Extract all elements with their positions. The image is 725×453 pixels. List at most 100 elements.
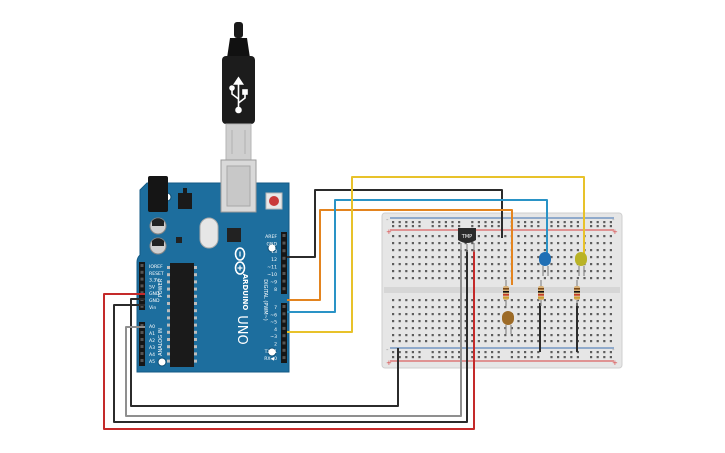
breadboard-hole[interactable] <box>484 327 487 330</box>
breadboard-hole[interactable] <box>477 225 480 228</box>
breadboard-hole[interactable] <box>530 327 533 330</box>
breadboard-hole[interactable] <box>484 242 487 245</box>
header-pin[interactable] <box>282 326 286 330</box>
wire-blue-pin7[interactable] <box>287 199 548 313</box>
breadboard-hole[interactable] <box>497 277 500 280</box>
breadboard-hole[interactable] <box>484 256 487 259</box>
breadboard-hole[interactable] <box>603 351 606 354</box>
breadboard-hole[interactable] <box>484 351 487 354</box>
breadboard-hole[interactable] <box>392 320 395 323</box>
breadboard-hole[interactable] <box>609 235 612 238</box>
breadboard-hole[interactable] <box>444 270 447 273</box>
breadboard-hole[interactable] <box>477 256 480 259</box>
breadboard-hole[interactable] <box>603 225 606 228</box>
breadboard-hole[interactable] <box>392 225 395 228</box>
breadboard-hole[interactable] <box>405 299 408 302</box>
header-pin[interactable] <box>282 356 286 360</box>
breadboard-hole[interactable] <box>596 340 599 343</box>
breadboard-hole[interactable] <box>563 306 566 309</box>
breadboard-hole[interactable] <box>530 256 533 259</box>
breadboard-hole[interactable] <box>537 356 540 359</box>
breadboard-hole[interactable] <box>464 334 467 337</box>
breadboard-hole[interactable] <box>563 221 566 224</box>
breadboard-hole[interactable] <box>543 299 546 302</box>
breadboard-hole[interactable] <box>491 263 494 266</box>
breadboard-hole[interactable] <box>530 351 533 354</box>
breadboard-hole[interactable] <box>418 256 421 259</box>
breadboard-hole[interactable] <box>543 313 546 316</box>
breadboard-hole[interactable] <box>398 334 401 337</box>
breadboard-hole[interactable] <box>550 242 553 245</box>
breadboard-hole[interactable] <box>550 306 553 309</box>
power-jack[interactable] <box>148 176 168 212</box>
breadboard-hole[interactable] <box>583 277 586 280</box>
breadboard-hole[interactable] <box>590 256 593 259</box>
breadboard-hole[interactable] <box>543 306 546 309</box>
breadboard-hole[interactable] <box>583 306 586 309</box>
breadboard-hole[interactable] <box>570 313 573 316</box>
breadboard-hole[interactable] <box>444 242 447 245</box>
breadboard-hole[interactable] <box>418 221 421 224</box>
breadboard-hole[interactable] <box>517 242 520 245</box>
breadboard-hole[interactable] <box>464 242 467 245</box>
breadboard-hole[interactable] <box>504 242 507 245</box>
breadboard-hole[interactable] <box>590 249 593 252</box>
breadboard-hole[interactable] <box>477 299 480 302</box>
breadboard-hole[interactable] <box>398 320 401 323</box>
breadboard-hole[interactable] <box>563 242 566 245</box>
breadboard-hole[interactable] <box>438 249 441 252</box>
breadboard-hole[interactable] <box>444 221 447 224</box>
breadboard-hole[interactable] <box>590 327 593 330</box>
breadboard-hole[interactable] <box>458 221 461 224</box>
breadboard-hole[interactable] <box>405 235 408 238</box>
breadboard-hole[interactable] <box>570 351 573 354</box>
breadboard-hole[interactable] <box>418 299 421 302</box>
breadboard-hole[interactable] <box>431 299 434 302</box>
breadboard-hole[interactable] <box>550 320 553 323</box>
breadboard-hole[interactable] <box>583 334 586 337</box>
breadboard-hole[interactable] <box>491 235 494 238</box>
header-pin[interactable] <box>140 331 144 334</box>
breadboard-hole[interactable] <box>405 221 408 224</box>
breadboard-hole[interactable] <box>477 270 480 273</box>
breadboard-hole[interactable] <box>524 221 527 224</box>
header-pin[interactable] <box>140 338 144 341</box>
breadboard-hole[interactable] <box>543 270 546 273</box>
breadboard-hole[interactable] <box>444 299 447 302</box>
resistors[interactable] <box>503 280 580 306</box>
breadboard-hole[interactable] <box>458 277 461 280</box>
breadboard-hole[interactable] <box>524 225 527 228</box>
breadboard-hole[interactable] <box>405 263 408 266</box>
breadboard-hole[interactable] <box>438 334 441 337</box>
breadboard-hole[interactable] <box>392 270 395 273</box>
breadboard-hole[interactable] <box>570 277 573 280</box>
breadboard-hole[interactable] <box>418 306 421 309</box>
header-pin[interactable] <box>140 345 144 348</box>
breadboard-hole[interactable] <box>471 225 474 228</box>
breadboard-hole[interactable] <box>464 277 467 280</box>
wire-red-5v[interactable] <box>103 250 475 430</box>
breadboard-hole[interactable] <box>570 327 573 330</box>
breadboard-hole[interactable] <box>497 351 500 354</box>
breadboard-hole[interactable] <box>477 320 480 323</box>
breadboard-hole[interactable] <box>510 334 513 337</box>
breadboard-hole[interactable] <box>477 242 480 245</box>
breadboard-hole[interactable] <box>603 249 606 252</box>
breadboard-hole[interactable] <box>418 334 421 337</box>
breadboard-hole[interactable] <box>550 299 553 302</box>
breadboard-hole[interactable] <box>537 235 540 238</box>
breadboard-hole[interactable] <box>609 221 612 224</box>
breadboard-hole[interactable] <box>530 270 533 273</box>
breadboard-hole[interactable] <box>530 306 533 309</box>
header-pin[interactable] <box>282 334 286 338</box>
breadboard-hole[interactable] <box>530 320 533 323</box>
breadboard-hole[interactable] <box>543 242 546 245</box>
breadboard-hole[interactable] <box>603 299 606 302</box>
led-brown[interactable] <box>502 311 514 334</box>
breadboard-hole[interactable] <box>451 242 454 245</box>
breadboard-hole[interactable] <box>458 356 461 359</box>
breadboard-hole[interactable] <box>425 270 428 273</box>
breadboard-hole[interactable] <box>557 277 560 280</box>
breadboard-hole[interactable] <box>464 320 467 323</box>
